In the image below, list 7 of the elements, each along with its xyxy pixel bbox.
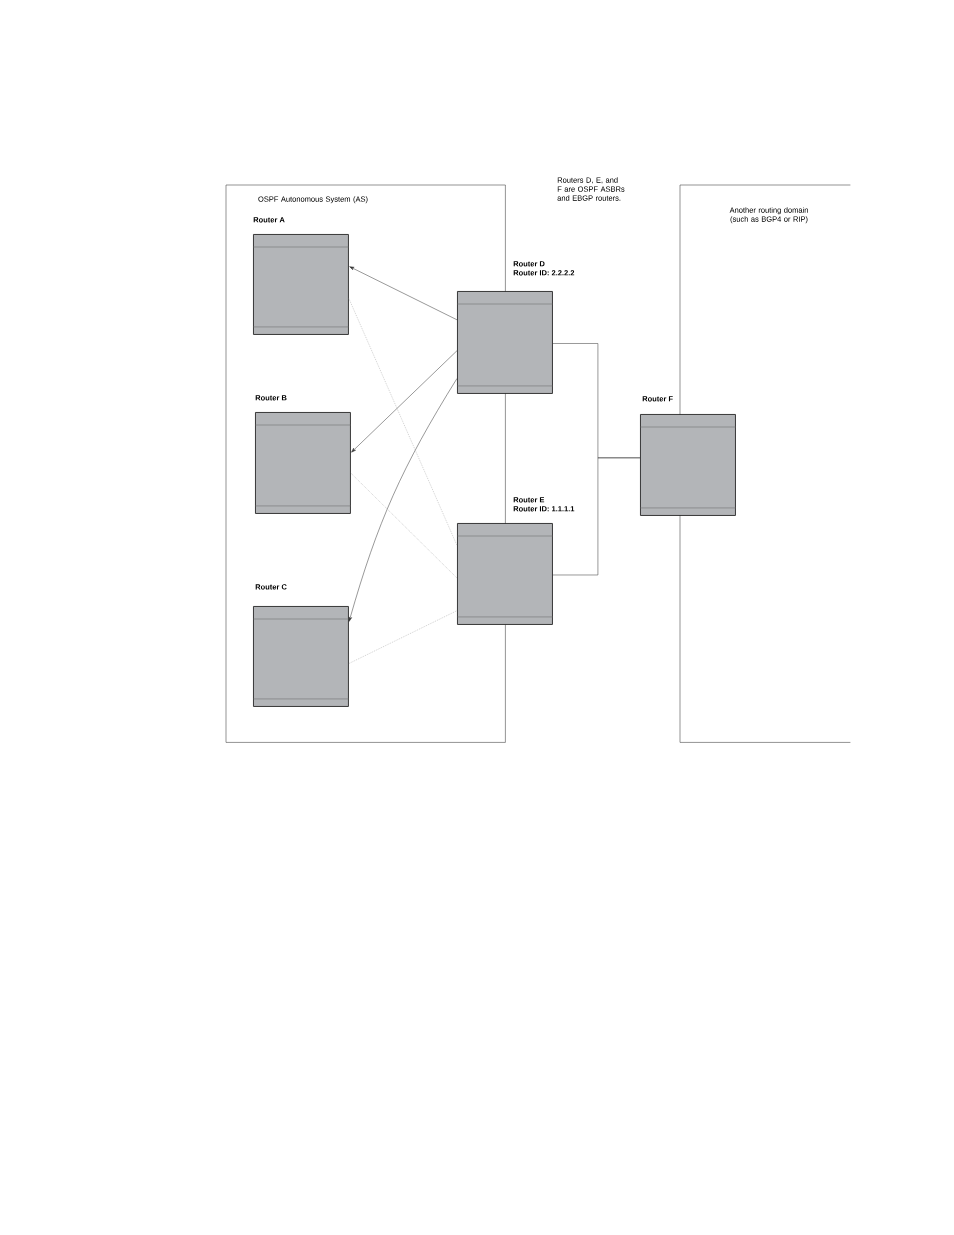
connector bbox=[348, 298, 458, 546]
connector bbox=[350, 472, 458, 579]
connector bbox=[348, 378, 458, 622]
connector bbox=[552, 457, 641, 576]
connector bbox=[349, 266, 458, 321]
connector bbox=[348, 610, 458, 664]
connector bbox=[351, 350, 458, 453]
